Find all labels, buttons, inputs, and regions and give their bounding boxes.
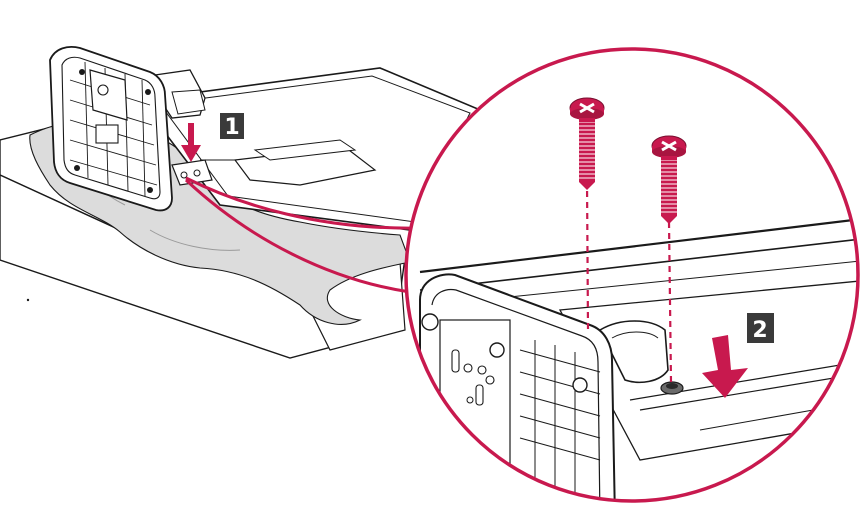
arrow-down-icon <box>702 335 748 398</box>
step-2-badge: 2 <box>747 313 774 343</box>
step-1-badge: 1 <box>220 113 244 140</box>
step-1-number: 1 <box>224 115 239 140</box>
speck <box>26 298 30 302</box>
stand-base <box>49 46 173 212</box>
screw-guide-lines <box>585 179 673 383</box>
screw-icon <box>651 135 687 224</box>
step-1-arrow <box>181 123 201 162</box>
screw-icon <box>569 97 605 190</box>
stand-hinge <box>154 69 206 119</box>
step-2-number: 2 <box>752 318 767 343</box>
stand-neck <box>171 159 213 186</box>
zoom-detail <box>404 47 860 503</box>
callout-leader <box>184 176 421 294</box>
